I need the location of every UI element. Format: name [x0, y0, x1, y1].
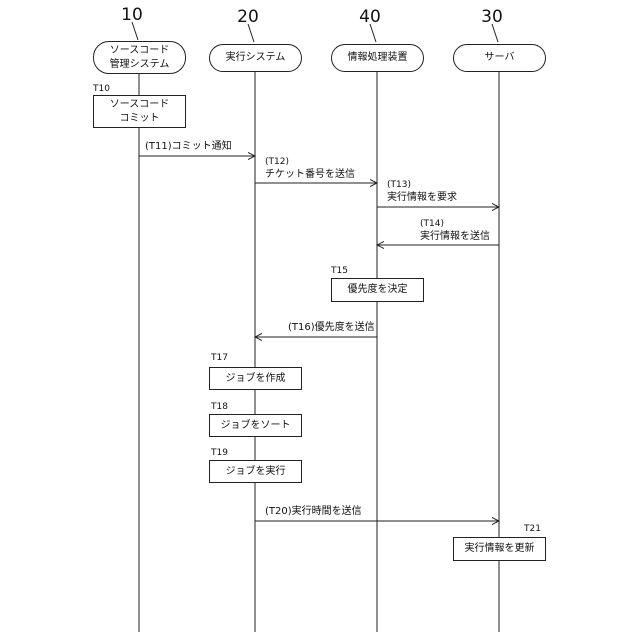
- actor-info-processor: 情報処理装置: [331, 44, 424, 72]
- step-tag-t15: T15: [331, 266, 348, 277]
- actor-source-control-line1: ソースコード: [110, 44, 170, 58]
- actor-server: サーバ: [453, 44, 546, 72]
- step-t10-line2: コミット: [120, 112, 160, 126]
- actor-execution-system: 実行システム: [209, 44, 302, 72]
- message-label-t16: (T16)優先度を送信: [288, 322, 375, 334]
- step-t10-line1: ソースコード: [110, 98, 170, 112]
- step-tag-t21: T21: [524, 524, 541, 535]
- message-label-t14: 実行情報を送信: [420, 231, 490, 243]
- message-tag-t13: (T13): [387, 180, 411, 191]
- actor-source-control: ソースコード 管理システム: [93, 41, 186, 74]
- step-box-t18: ジョブをソート: [209, 414, 302, 437]
- message-label-t13: 実行情報を要求: [387, 192, 457, 204]
- ref-number-10: 10: [112, 6, 152, 24]
- step-t15-label: 優先度を決定: [348, 283, 408, 297]
- actor-execution-system-label: 実行システム: [226, 51, 286, 65]
- message-tag-t12: (T12): [265, 157, 289, 168]
- step-t18-label: ジョブをソート: [221, 419, 291, 433]
- step-box-t21: 実行情報を更新: [453, 537, 546, 561]
- ref-number-30: 30: [472, 8, 512, 26]
- step-tag-t19: T19: [211, 448, 228, 459]
- step-box-t10: ソースコード コミット: [93, 95, 186, 128]
- step-t17-label: ジョブを作成: [226, 372, 286, 386]
- ref-number-40: 40: [350, 8, 390, 26]
- ref-number-20: 20: [228, 8, 268, 26]
- step-tag-t10: T10: [93, 84, 110, 95]
- message-label-t20: (T20)実行時間を送信: [265, 506, 362, 518]
- actor-server-label: サーバ: [485, 51, 515, 65]
- message-label-t12: チケット番号を送信: [265, 169, 355, 181]
- message-label-t11: (T11)コミット通知: [145, 141, 232, 153]
- step-t19-label: ジョブを実行: [226, 465, 286, 479]
- step-box-t17: ジョブを作成: [209, 367, 302, 390]
- step-t21-label: 実行情報を更新: [465, 542, 535, 556]
- step-tag-t18: T18: [211, 402, 228, 413]
- actor-source-control-line2: 管理システム: [110, 58, 170, 72]
- step-box-t19: ジョブを実行: [209, 460, 302, 483]
- step-tag-t17: T17: [211, 353, 228, 364]
- step-box-t15: 優先度を決定: [331, 278, 424, 302]
- actor-info-processor-label: 情報処理装置: [348, 51, 408, 65]
- message-tag-t14: (T14): [420, 219, 444, 230]
